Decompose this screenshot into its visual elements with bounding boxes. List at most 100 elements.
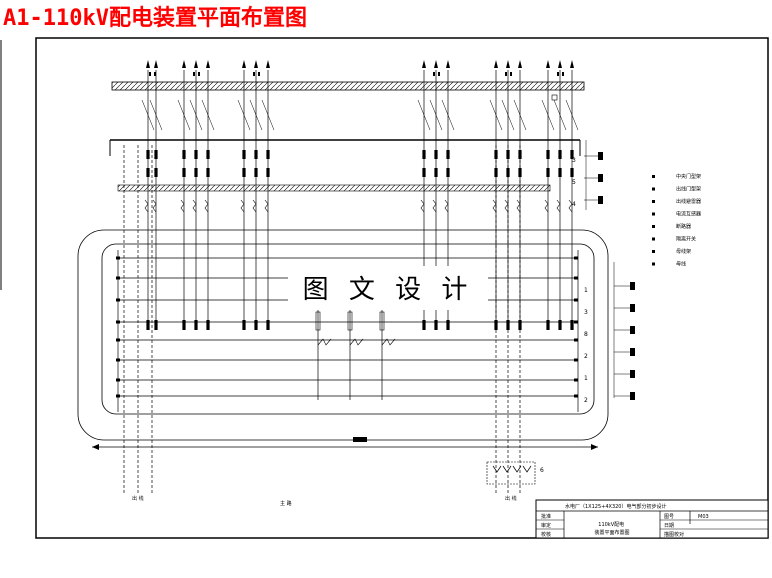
feeder-disconnector (144, 199, 149, 213)
feeder-ct (422, 168, 426, 177)
callout-upper: 4 (572, 201, 576, 208)
feeder-slant-line (417, 99, 431, 131)
feeder-lower-breaker (254, 320, 258, 330)
callout-lower-block (630, 392, 635, 400)
feeder-ct (446, 168, 450, 177)
feeder-disconnector (264, 199, 269, 213)
legend-marker (652, 175, 655, 178)
title-block-right-row-3: 描图校对 (664, 531, 684, 538)
middle-gantry-beam (117, 184, 551, 192)
feeder-lower-breaker (570, 320, 574, 330)
feeder-arrow (146, 60, 150, 68)
legend-marker (652, 250, 655, 253)
bay-label-mark (258, 72, 260, 76)
legend-item: 隔离开关 (676, 236, 696, 243)
feeder-slant-line (201, 99, 215, 131)
callout-lower: 1 (584, 375, 588, 382)
transformer-breaker (315, 311, 321, 331)
feeder-slant-line (141, 99, 155, 131)
feeder-lower-breaker (266, 320, 270, 330)
lower-bus-end-right (574, 378, 578, 382)
feeder-breaker (266, 150, 270, 159)
feeder-disconnector (516, 199, 521, 213)
callout-lower-block (630, 326, 635, 334)
callout-lower: 2 (584, 353, 588, 360)
feeder-arrow (434, 60, 438, 68)
title-block: 水电厂（1X125+4X320）电气部分初步设计 批准 审定 校核 110kV配… (535, 499, 769, 539)
feeder-arrow (494, 60, 498, 68)
legend-item: 母线架 (676, 248, 691, 255)
feeder-ct (206, 168, 210, 177)
title-block-drawing-number: M03 (698, 514, 709, 520)
feeder-slant-line (189, 99, 203, 131)
feeder-disconnector (152, 199, 157, 213)
feeder-slant-line (565, 99, 579, 131)
gantry-post-marker (551, 94, 558, 101)
callout-6: 6 (540, 467, 544, 474)
transformer-arrester (381, 338, 396, 346)
feeder-breaker (570, 150, 574, 159)
feeder-arrow (506, 60, 510, 68)
feeder-ct (570, 168, 574, 177)
feeder-slant-line (441, 99, 455, 131)
bottom-label-left: 出 线 (132, 495, 144, 502)
feeder-breaker (146, 150, 150, 159)
feeder-ct (242, 168, 246, 177)
feeder-disconnector (240, 199, 245, 213)
feeder-disconnector (252, 199, 257, 213)
feeder-lower-breaker (206, 320, 210, 330)
legend-item: 电流互感器 (676, 211, 701, 218)
transformer-arrester (317, 338, 332, 346)
feeder-ct (194, 168, 198, 177)
feeder-slant-line (249, 99, 263, 131)
feeder-lower-breaker (182, 320, 186, 330)
callout-lower-block (630, 282, 635, 290)
callout-upper-block (598, 174, 603, 182)
feeder-arrow (194, 60, 198, 68)
bay-label-mark (557, 72, 559, 76)
callout-lower-block (630, 304, 635, 312)
feeder-breaker (446, 150, 450, 159)
dimension-arrow-right (591, 444, 598, 450)
feeder-disconnector (420, 199, 425, 213)
feeder-slant-line (513, 99, 527, 131)
title-block-row-3: 校核 (541, 531, 551, 538)
feeder-disconnector (556, 199, 561, 213)
bay-label-mark (149, 72, 151, 76)
feeder-arrow (266, 60, 270, 68)
bay-label-mark (438, 72, 440, 76)
title-block-row-2: 审定 (541, 522, 551, 529)
feeder-disconnector (492, 199, 497, 213)
bay-label-mark (154, 72, 156, 76)
callout-lower: 1 (584, 287, 588, 294)
feeder-arrow (446, 60, 450, 68)
callout-lower: 8 (584, 331, 588, 338)
top-gantry-beam (111, 81, 585, 91)
bottom-label-middle: 主 路 (280, 500, 292, 507)
transformer-breaker (379, 311, 385, 331)
feeder-slant-line (177, 99, 191, 131)
feeder-arrow (518, 60, 522, 68)
feeder-arrow (254, 60, 258, 68)
feeder-disconnector (544, 199, 549, 213)
legend-marker (652, 212, 655, 216)
feeder-breaker (154, 150, 158, 159)
lower-bus-end-right (574, 276, 578, 280)
drawing-frame (35, 37, 769, 539)
feeder-slant-line (489, 99, 503, 131)
legend-item: 母线 (676, 261, 686, 268)
feeder-lower-breaker (446, 320, 450, 330)
feeder-arrow (570, 60, 574, 68)
feeder-disconnector (568, 199, 573, 213)
feeder-ct (154, 168, 158, 177)
feeder-ct (266, 168, 270, 177)
feeder-slant-line (501, 99, 515, 131)
bay-label-mark (198, 72, 200, 76)
bay-label-mark (253, 72, 255, 76)
feeder-breaker (494, 150, 498, 159)
bay-label-mark (562, 72, 564, 76)
feeder-disconnector (432, 199, 437, 213)
